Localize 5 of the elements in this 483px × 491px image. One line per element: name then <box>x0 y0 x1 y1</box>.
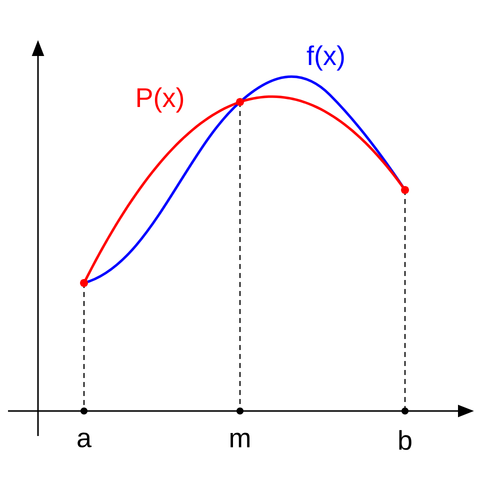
axis-label: b <box>399 430 412 450</box>
axis-label: a <box>78 432 92 448</box>
axis-label: P(x) <box>137 87 184 113</box>
axis-label: f(x) <box>306 45 344 71</box>
axis-label: m <box>230 432 250 448</box>
